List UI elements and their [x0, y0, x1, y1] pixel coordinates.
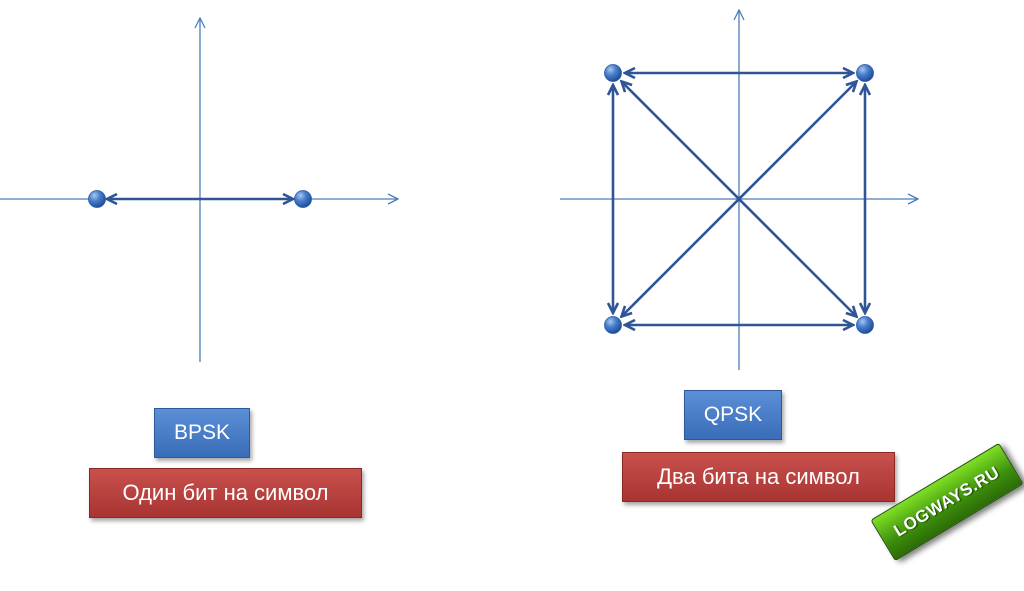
qpsk-caption-text: Два бита на символ: [657, 464, 860, 489]
qpsk-constellation-point-3: [604, 316, 622, 334]
bpsk-title-box: BPSK: [154, 408, 250, 458]
qpsk-title-text: QPSK: [703, 403, 763, 426]
qpsk-constellation-point-1: [604, 64, 622, 82]
bpsk-title-text: BPSK: [173, 421, 231, 444]
bpsk-constellation: [0, 18, 398, 362]
bpsk-constellation-point-1: [88, 190, 106, 208]
bpsk-caption-box: Один бит на символ: [89, 468, 362, 518]
qpsk-constellation-point-2: [856, 64, 874, 82]
qpsk-constellation: [560, 10, 918, 370]
qpsk-title-box: QPSK: [684, 390, 782, 440]
qpsk-constellation-point-4: [856, 316, 874, 334]
bpsk-caption-text: Один бит на символ: [122, 480, 329, 505]
qpsk-caption-box: Два бита на символ: [622, 452, 895, 502]
bpsk-constellation-point-2: [294, 190, 312, 208]
qpsk-transition-arrow-6: [621, 81, 856, 316]
